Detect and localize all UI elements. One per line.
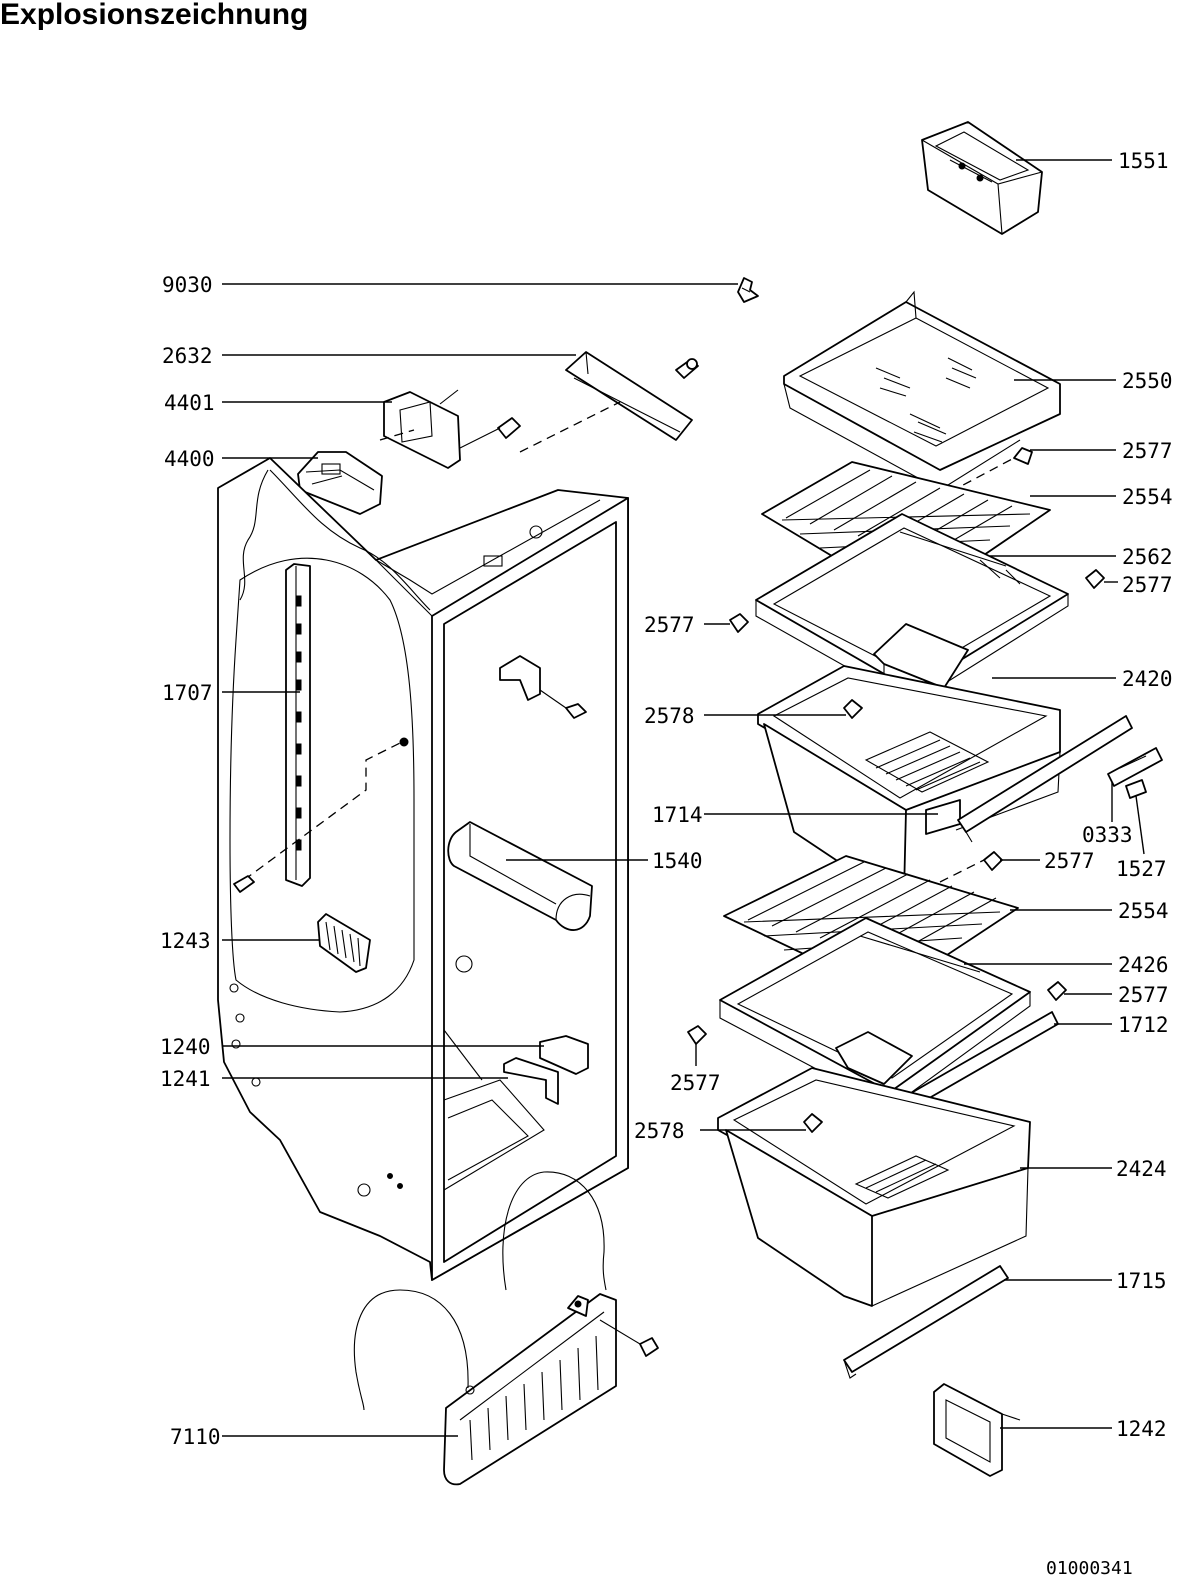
label-1714: 1714: [652, 803, 703, 827]
part-2577-clip-d: [939, 851, 1003, 883]
label-2577-a: 2577: [1122, 439, 1173, 463]
label-1540: 1540: [652, 849, 703, 873]
label-2420: 2420: [1122, 667, 1173, 691]
part-2420-drawer: [757, 623, 1061, 895]
label-1715: 1715: [1116, 1269, 1167, 1293]
rail-slots: [296, 595, 302, 851]
part-0333-clip: [1107, 747, 1163, 787]
part-9030-clip: [737, 277, 759, 303]
label-1712: 1712: [1118, 1013, 1169, 1037]
label-2562: 2562: [1122, 545, 1173, 569]
label-1242: 1242: [1116, 1417, 1167, 1441]
part-labels: 1551 9030 2632 4401 4400 2550 2577 2554 …: [160, 149, 1173, 1449]
label-2578-b: 2578: [634, 1119, 685, 1143]
part-2550-glass-shelf: [783, 290, 1061, 491]
label-2550: 2550: [1122, 369, 1173, 393]
part-2577-clip-f: [687, 1025, 707, 1045]
assembly-line-rail: [519, 401, 621, 453]
label-2554-b: 2554: [1118, 899, 1169, 923]
part-4400-lamp-housing: [297, 451, 383, 515]
label-2426: 2426: [1118, 953, 1169, 977]
part-1242-cover: [933, 1383, 1021, 1477]
part-2632-rail: [565, 351, 699, 441]
label-2554-a: 2554: [1122, 485, 1173, 509]
part-4401-bracket: [383, 389, 521, 469]
part-2577-clip-e: [1047, 981, 1067, 1001]
label-2577-e: 2577: [1118, 983, 1169, 1007]
label-2577-f: 2577: [670, 1071, 721, 1095]
label-2578-a: 2578: [644, 704, 695, 728]
label-9030: 9030: [162, 273, 213, 297]
label-4400: 4400: [164, 447, 215, 471]
part-2562-shelf-frame: [755, 513, 1069, 705]
label-1527: 1527: [1116, 857, 1167, 881]
part-2577-clip-c: [729, 613, 749, 633]
part-1527-stop: [1125, 779, 1147, 799]
part-2424-drawer: [717, 1031, 1031, 1307]
drawing-number: 01000341: [1046, 1558, 1133, 1579]
label-2577-d: 2577: [1044, 849, 1095, 873]
part-1714-rail: [957, 715, 1133, 843]
part-1715-strip: [843, 1265, 1009, 1379]
part-2577-clip-a: [949, 447, 1033, 493]
label-1551: 1551: [1118, 149, 1169, 173]
part-cabinet-liner: [217, 457, 629, 1281]
label-0333: 0333: [1082, 823, 1133, 847]
part-7110-evaporator: [353, 1171, 659, 1486]
part-1551-bin: [921, 121, 1043, 235]
label-1240: 1240: [160, 1035, 211, 1059]
leader-lines: [222, 159, 1145, 1437]
label-2632: 2632: [162, 344, 213, 368]
label-7110: 7110: [170, 1425, 221, 1449]
label-2577-b: 2577: [1122, 573, 1173, 597]
label-1243: 1243: [160, 929, 211, 953]
page-title: Explosionszeichnung: [0, 0, 309, 31]
part-1540-air-duct: [447, 821, 593, 931]
label-2577-c: 2577: [644, 613, 695, 637]
label-1707: 1707: [162, 681, 213, 705]
label-1241: 1241: [160, 1067, 211, 1091]
assembly-line-bracket: [379, 429, 415, 441]
label-2424: 2424: [1116, 1157, 1167, 1181]
label-4401: 4401: [164, 391, 215, 415]
part-2577-clip-b: [1085, 569, 1105, 589]
